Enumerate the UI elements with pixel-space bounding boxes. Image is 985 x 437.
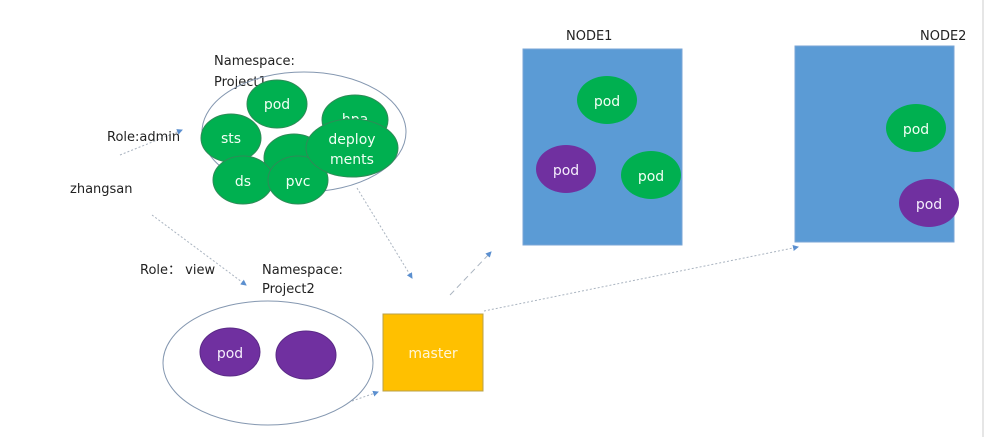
master-node[interactable]: master bbox=[382, 313, 484, 392]
node1-pod-3[interactable]: pod bbox=[621, 151, 681, 199]
resource-ds[interactable]: ds bbox=[212, 155, 274, 205]
resource-deployments-label-line2: ments bbox=[330, 152, 374, 168]
arrow-master-to-node2 bbox=[483, 245, 799, 312]
arrow-project2-to-master bbox=[351, 390, 379, 402]
user-label: zhangsan bbox=[70, 182, 133, 197]
role-admin-label: Role:admin bbox=[107, 130, 180, 145]
node2-pod-2[interactable]: pod bbox=[899, 179, 959, 227]
node2-pod-1[interactable]: pod bbox=[886, 104, 946, 152]
role-view-label: Role： view bbox=[140, 263, 215, 278]
resource-deployments-label-line1: deploy bbox=[328, 132, 375, 148]
node2-pod-2-label: pod bbox=[916, 197, 942, 213]
node2[interactable]: pod pod bbox=[794, 45, 959, 243]
namespace2-pod-1[interactable]: pod bbox=[199, 327, 261, 377]
node1-label: NODE1 bbox=[566, 29, 612, 44]
resource-deployments[interactable]: deploy ments bbox=[305, 118, 399, 178]
resource-pvc[interactable]: pvc bbox=[267, 155, 329, 205]
node1[interactable]: pod pod pod bbox=[522, 48, 683, 246]
resource-pod[interactable]: pod bbox=[246, 79, 308, 129]
page-edge-divider bbox=[982, 0, 984, 437]
arrow-master-to-node1 bbox=[449, 251, 492, 296]
resource-ds-label: ds bbox=[235, 174, 251, 190]
resource-sts[interactable]: sts bbox=[200, 113, 262, 163]
namespace2-boundary bbox=[162, 300, 374, 426]
master-label: master bbox=[408, 346, 458, 362]
resource-pvc-label: pvc bbox=[286, 174, 311, 190]
arrow-user-to-project1 bbox=[119, 129, 183, 156]
node2-pod-1-label: pod bbox=[903, 122, 929, 138]
arrow-project1-to-master bbox=[356, 187, 413, 279]
node1-pod-2[interactable]: pod bbox=[536, 145, 596, 193]
node1-pod-1-label: pod bbox=[594, 94, 620, 110]
node1-pod-3-label: pod bbox=[638, 169, 664, 185]
arrow-user-to-project2 bbox=[151, 214, 247, 286]
resource-pod-label: pod bbox=[264, 97, 290, 113]
resource-sts-label: sts bbox=[221, 131, 241, 147]
namespace2-label-line1: Namespace: bbox=[262, 263, 343, 278]
namespace1-label-line1: Namespace: bbox=[214, 54, 295, 69]
namespace2-pod-1-label: pod bbox=[217, 346, 243, 362]
namespace2-pod-2[interactable] bbox=[275, 330, 337, 380]
namespace1-label-line2: Project1 bbox=[214, 75, 267, 90]
node1-pod-1[interactable]: pod bbox=[577, 76, 637, 124]
namespace2-label-line2: Project2 bbox=[262, 282, 315, 297]
node1-pod-2-label: pod bbox=[553, 163, 579, 179]
node2-label: NODE2 bbox=[920, 29, 966, 44]
